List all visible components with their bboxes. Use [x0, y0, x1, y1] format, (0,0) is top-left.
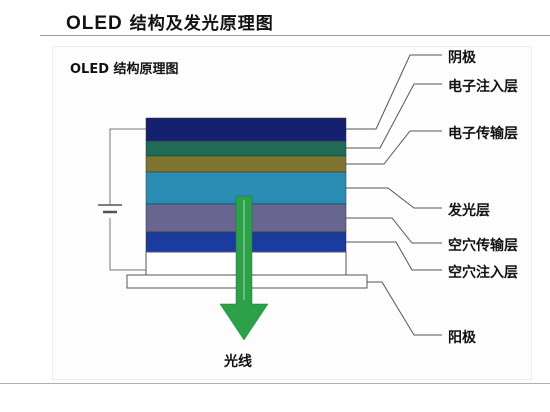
leader-hole-transport [346, 217, 442, 244]
layer-electron-injection [145, 140, 347, 157]
battery-icon [98, 204, 122, 214]
diagram-title: OLED 结构原理图 [70, 62, 179, 77]
leader-lines [346, 54, 442, 336]
label-cathode: 阴极 [448, 50, 476, 66]
page-title-cjk: 结构及发光原理图 [129, 14, 274, 34]
layer-cathode [145, 117, 347, 142]
leader-cathode [346, 54, 442, 130]
page-title-latin: OLED [66, 13, 123, 34]
external-circuit [109, 128, 146, 271]
label-electron-transport: 电子传输层 [448, 126, 518, 142]
leader-anode [367, 281, 442, 336]
title-divider [40, 35, 550, 36]
light-arrow [219, 195, 269, 341]
layer-electron-transport [145, 155, 347, 173]
label-anode: 阳极 [448, 330, 476, 346]
leader-hole-injection [346, 241, 442, 271]
light-label: 光线 [224, 354, 252, 370]
leader-electron-transport [346, 130, 442, 165]
leader-emission [346, 187, 442, 209]
label-hole-transport: 空穴传输层 [448, 238, 518, 254]
label-hole-injection: 空穴注入层 [448, 265, 518, 281]
leader-electron-injection [346, 83, 442, 149]
label-electron-injection: 电子注入层 [448, 79, 518, 95]
page-title: OLED 结构及发光原理图 [66, 9, 274, 35]
bottom-divider [0, 383, 550, 384]
label-emission: 发光层 [448, 203, 490, 219]
